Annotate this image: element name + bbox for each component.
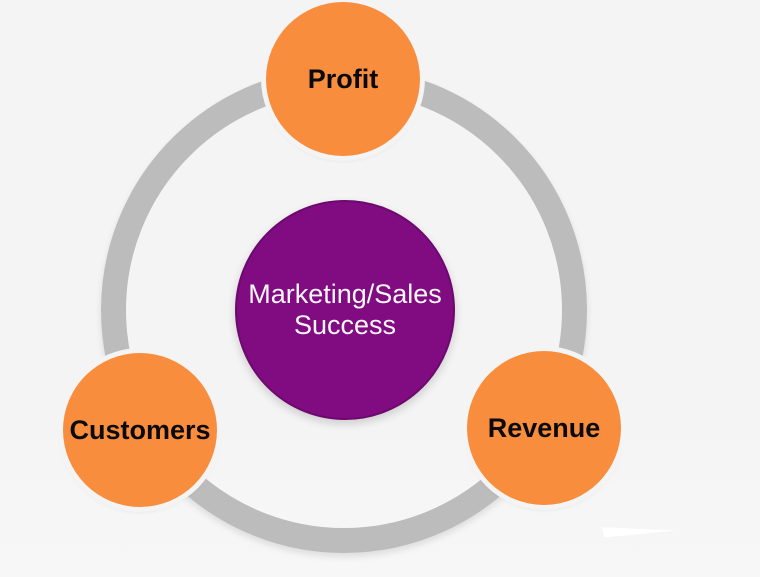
center-label-line2: Success xyxy=(293,310,397,340)
node-label-profit: Profit xyxy=(307,63,379,94)
node-circle-revenue: Revenue xyxy=(467,351,621,505)
node-circle-profit: Profit xyxy=(266,2,420,156)
center-circle-marketing-sales-success: Marketing/Sales Success xyxy=(235,200,455,420)
white-swoosh-shape xyxy=(602,527,676,538)
node-label-revenue: Revenue xyxy=(487,412,601,443)
node-label-customers: Customers xyxy=(69,414,211,445)
node-circle-customers: Customers xyxy=(63,353,217,507)
center-label-line1: Marketing/Sales xyxy=(248,279,442,309)
